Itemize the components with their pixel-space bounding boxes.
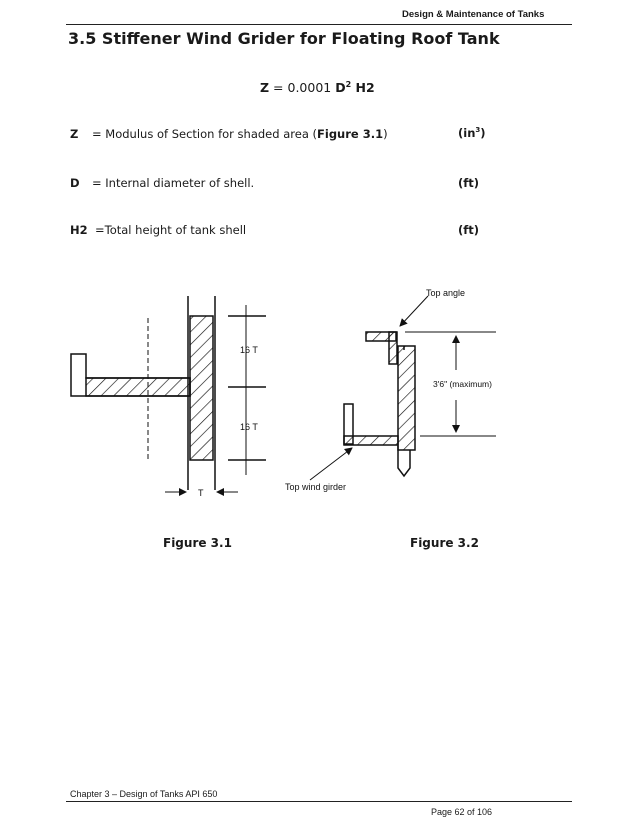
var-h2-symbol: H2 bbox=[70, 223, 88, 237]
figure-3-2 bbox=[309, 295, 496, 481]
fig1-label-t: T bbox=[198, 488, 204, 498]
var-d-unit: (ft) bbox=[458, 176, 480, 190]
formula: Z = 0.0001 D2 H2 bbox=[260, 80, 375, 96]
var-z-unit: (in3) bbox=[458, 126, 486, 140]
var-d-symbol: D bbox=[70, 176, 80, 190]
fig1-label-16t-bottom: 16 T bbox=[240, 422, 258, 432]
fig2-label-top-angle: Top angle bbox=[426, 288, 465, 298]
fig1-label-16t-top: 16 T bbox=[240, 345, 258, 355]
fig2-label-top-wind-girder: Top wind girder bbox=[285, 482, 346, 492]
figure-3-1 bbox=[70, 296, 266, 496]
footer-chapter: Chapter 3 – Design of Tanks API 650 bbox=[70, 789, 218, 799]
var-h2-unit: (ft) bbox=[458, 223, 480, 237]
running-header: Design & Maintenance of Tanks bbox=[402, 9, 545, 20]
figure-3-2-caption: Figure 3.2 bbox=[410, 536, 479, 550]
var-z-definition: = Modulus of Section for shaded area (Fi… bbox=[92, 127, 388, 141]
header-rule bbox=[66, 24, 572, 25]
footer-page-number: Page 62 of 106 bbox=[431, 807, 493, 817]
section-title: 3.5 Stiffener Wind Grider for Floating R… bbox=[68, 29, 500, 48]
footer-rule bbox=[66, 801, 572, 802]
var-h2-definition: =Total height of tank shell bbox=[95, 223, 247, 237]
fig2-label-dimension: 3'6" (maximum) bbox=[433, 379, 492, 389]
figure-3-1-caption: Figure 3.1 bbox=[163, 536, 232, 550]
var-z-symbol: Z bbox=[70, 127, 79, 141]
var-d-definition: = Internal diameter of shell. bbox=[92, 176, 255, 190]
